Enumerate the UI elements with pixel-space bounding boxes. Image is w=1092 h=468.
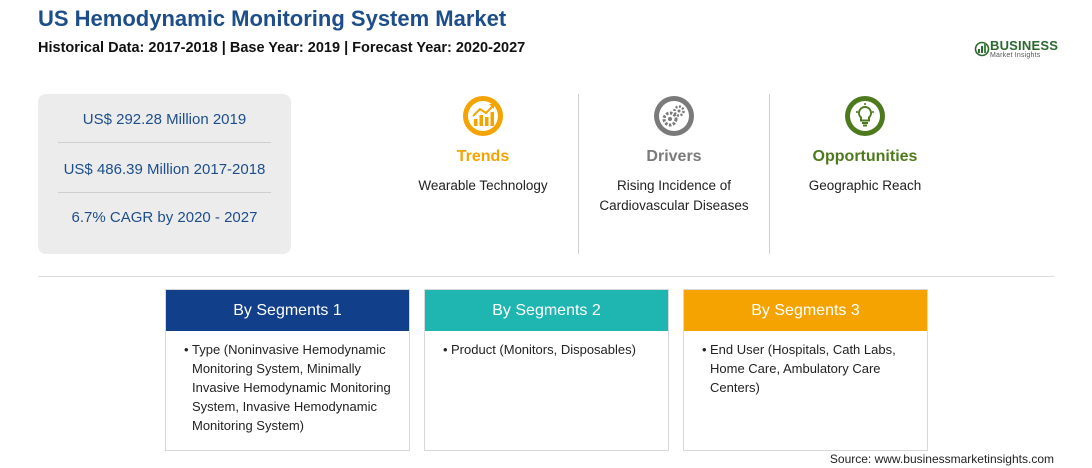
stat-divider: [58, 142, 271, 143]
trend-chart-icon: [463, 96, 503, 136]
segment-body: • Type (Noninvasive Hemodynamic Monitori…: [166, 331, 409, 435]
page-title: US Hemodynamic Monitoring System Market: [38, 6, 507, 31]
feature-heading: Trends: [456, 148, 510, 165]
bullet-icon: •: [702, 342, 707, 357]
market-stats-panel: US$ 292.28 Million 2019 US$ 486.39 Milli…: [38, 94, 291, 254]
segment-body: • End User (Hospitals, Cath Labs, Home C…: [684, 331, 927, 397]
logo-wordmark: BUSINESS: [990, 38, 1059, 53]
page-subtitle: Historical Data: 2017-2018 | Base Year: …: [38, 40, 526, 56]
stat-divider: [58, 192, 271, 193]
list-item: • Product (Monitors, Disposables): [443, 340, 664, 359]
list-item: • Type (Noninvasive Hemodynamic Monitori…: [184, 340, 405, 435]
segment-heading: By Segments 1: [166, 290, 409, 331]
bullet-icon: •: [443, 342, 448, 357]
feature-description: Rising Incidence of Cardiovascular Disea…: [599, 178, 749, 213]
feature-opportunities: Opportunities Geographic Reach: [775, 94, 955, 196]
logo-tagline: Market Insights: [990, 52, 1041, 59]
segment-bullet-text: End User (Hospitals, Cath Labs, Home Car…: [710, 342, 896, 395]
list-item: • End User (Hospitals, Cath Labs, Home C…: [702, 340, 923, 397]
feature-drivers: Drivers Rising Incidence of Cardiovascul…: [584, 94, 764, 216]
feature-trends: Trends Wearable Technology: [393, 94, 573, 196]
segment-heading: By Segments 2: [425, 290, 668, 331]
feature-description: Geographic Reach: [808, 178, 922, 193]
segment-card-1: By Segments 1 • Type (Noninvasive Hemody…: [165, 289, 410, 451]
segment-bullet-text: Product (Monitors, Disposables): [451, 342, 636, 357]
bullet-icon: •: [184, 342, 189, 357]
segment-card-2: By Segments 2 • Product (Monitors, Dispo…: [424, 289, 669, 451]
gears-icon: [654, 96, 694, 136]
lightbulb-icon: [845, 96, 885, 136]
segment-heading: By Segments 3: [684, 290, 927, 331]
stat-market-value-historical: US$ 486.39 Million 2017-2018: [63, 161, 266, 178]
business-market-insights-logo: BUSINESS Market Insights: [974, 36, 1064, 62]
stat-cagr: 6.7% CAGR by 2020 - 2027: [71, 209, 258, 226]
feature-heading: Opportunities: [812, 148, 918, 165]
segment-body: • Product (Monitors, Disposables): [425, 331, 668, 359]
segment-card-3: By Segments 3 • End User (Hospitals, Cat…: [683, 289, 928, 451]
segment-bullet-text: Type (Noninvasive Hemodynamic Monitoring…: [192, 342, 391, 433]
stat-market-value-2019: US$ 292.28 Million 2019: [82, 111, 247, 128]
feature-heading: Drivers: [646, 148, 702, 165]
section-divider: [38, 276, 1054, 277]
source-note: Source: www.businessmarketinsights.com: [829, 452, 1054, 466]
feature-description: Wearable Technology: [418, 178, 548, 193]
logo-globe-icon: [974, 41, 990, 57]
feature-divider: [578, 94, 579, 254]
feature-divider: [769, 94, 770, 254]
